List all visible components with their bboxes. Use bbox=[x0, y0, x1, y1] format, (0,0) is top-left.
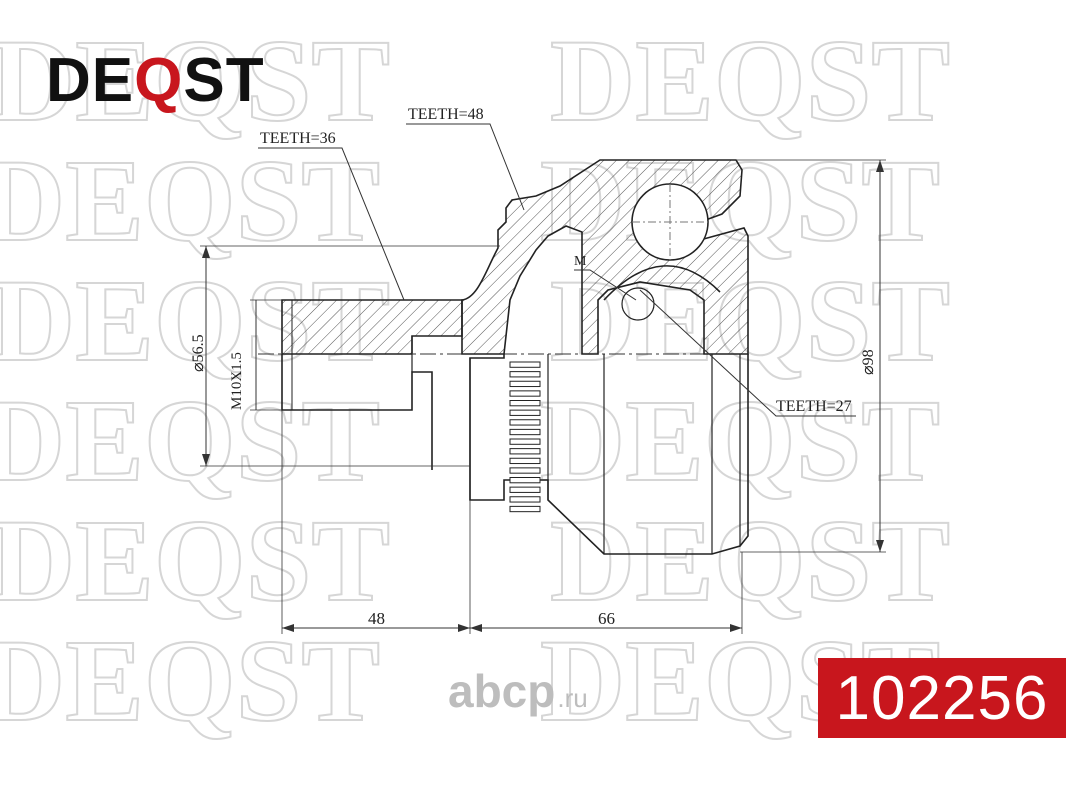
length-housing-label: 66 bbox=[598, 609, 615, 628]
abs-tooth bbox=[509, 448, 541, 455]
housing-upper-section bbox=[461, 159, 749, 355]
watermark-text: DEQST bbox=[0, 615, 380, 746]
logo-suffix: ST bbox=[183, 46, 265, 115]
abs-tooth bbox=[509, 419, 541, 426]
thread-label: M10X1.5 bbox=[229, 352, 245, 410]
abs-tooth bbox=[509, 477, 541, 484]
diameter-shaft-label: ⌀56.5 bbox=[190, 334, 207, 372]
abs-tooth bbox=[509, 400, 541, 407]
part-number-badge: 102256 bbox=[818, 658, 1066, 738]
abs-tooth bbox=[509, 428, 541, 436]
abs-tooth bbox=[509, 409, 541, 416]
abs-tooth bbox=[509, 457, 541, 465]
brand-logo: DEQST bbox=[46, 50, 265, 112]
abs-tooth bbox=[509, 371, 541, 378]
inner-race bbox=[603, 265, 721, 301]
watermark-text: DEQST bbox=[0, 375, 380, 506]
source-tld: .ru bbox=[557, 683, 588, 713]
abs-tooth bbox=[509, 486, 541, 493]
logo-prefix: DE bbox=[46, 46, 135, 115]
watermark-text: DEQST bbox=[0, 15, 390, 146]
abs-tooth bbox=[509, 496, 541, 503]
watermark-text: DEQST bbox=[0, 135, 380, 266]
abs-tooth bbox=[509, 438, 541, 445]
source-name: abcp bbox=[448, 665, 556, 717]
abs-tooth bbox=[509, 390, 541, 397]
diameter-housing-label: ⌀98 bbox=[860, 349, 877, 375]
abs-tooth bbox=[509, 467, 541, 474]
shaft-outline bbox=[281, 354, 433, 470]
watermark-text: DEQST bbox=[0, 495, 390, 626]
abs-tooth bbox=[509, 505, 541, 513]
abs-tooth bbox=[509, 380, 541, 388]
watermark-text: DEQST bbox=[550, 495, 950, 626]
teeth-outer-spline-label: TEETH=36 bbox=[260, 130, 336, 147]
inner-race-mark bbox=[621, 287, 655, 321]
teeth-abs-ring-label: TEETH=48 bbox=[408, 106, 484, 123]
part-number: 102256 bbox=[835, 663, 1049, 733]
logo-q: Q bbox=[134, 46, 184, 115]
shaft-section bbox=[281, 299, 463, 355]
teeth-inner-spline-label: TEETH=27 bbox=[776, 398, 852, 415]
abs-ring bbox=[509, 361, 541, 513]
length-shaft-label: 48 bbox=[368, 609, 385, 628]
abs-tooth bbox=[509, 361, 541, 368]
section-mark-label: M bbox=[574, 254, 587, 269]
watermark-text: DEQST bbox=[550, 15, 950, 146]
source-watermark: abcp.ru bbox=[448, 668, 588, 714]
